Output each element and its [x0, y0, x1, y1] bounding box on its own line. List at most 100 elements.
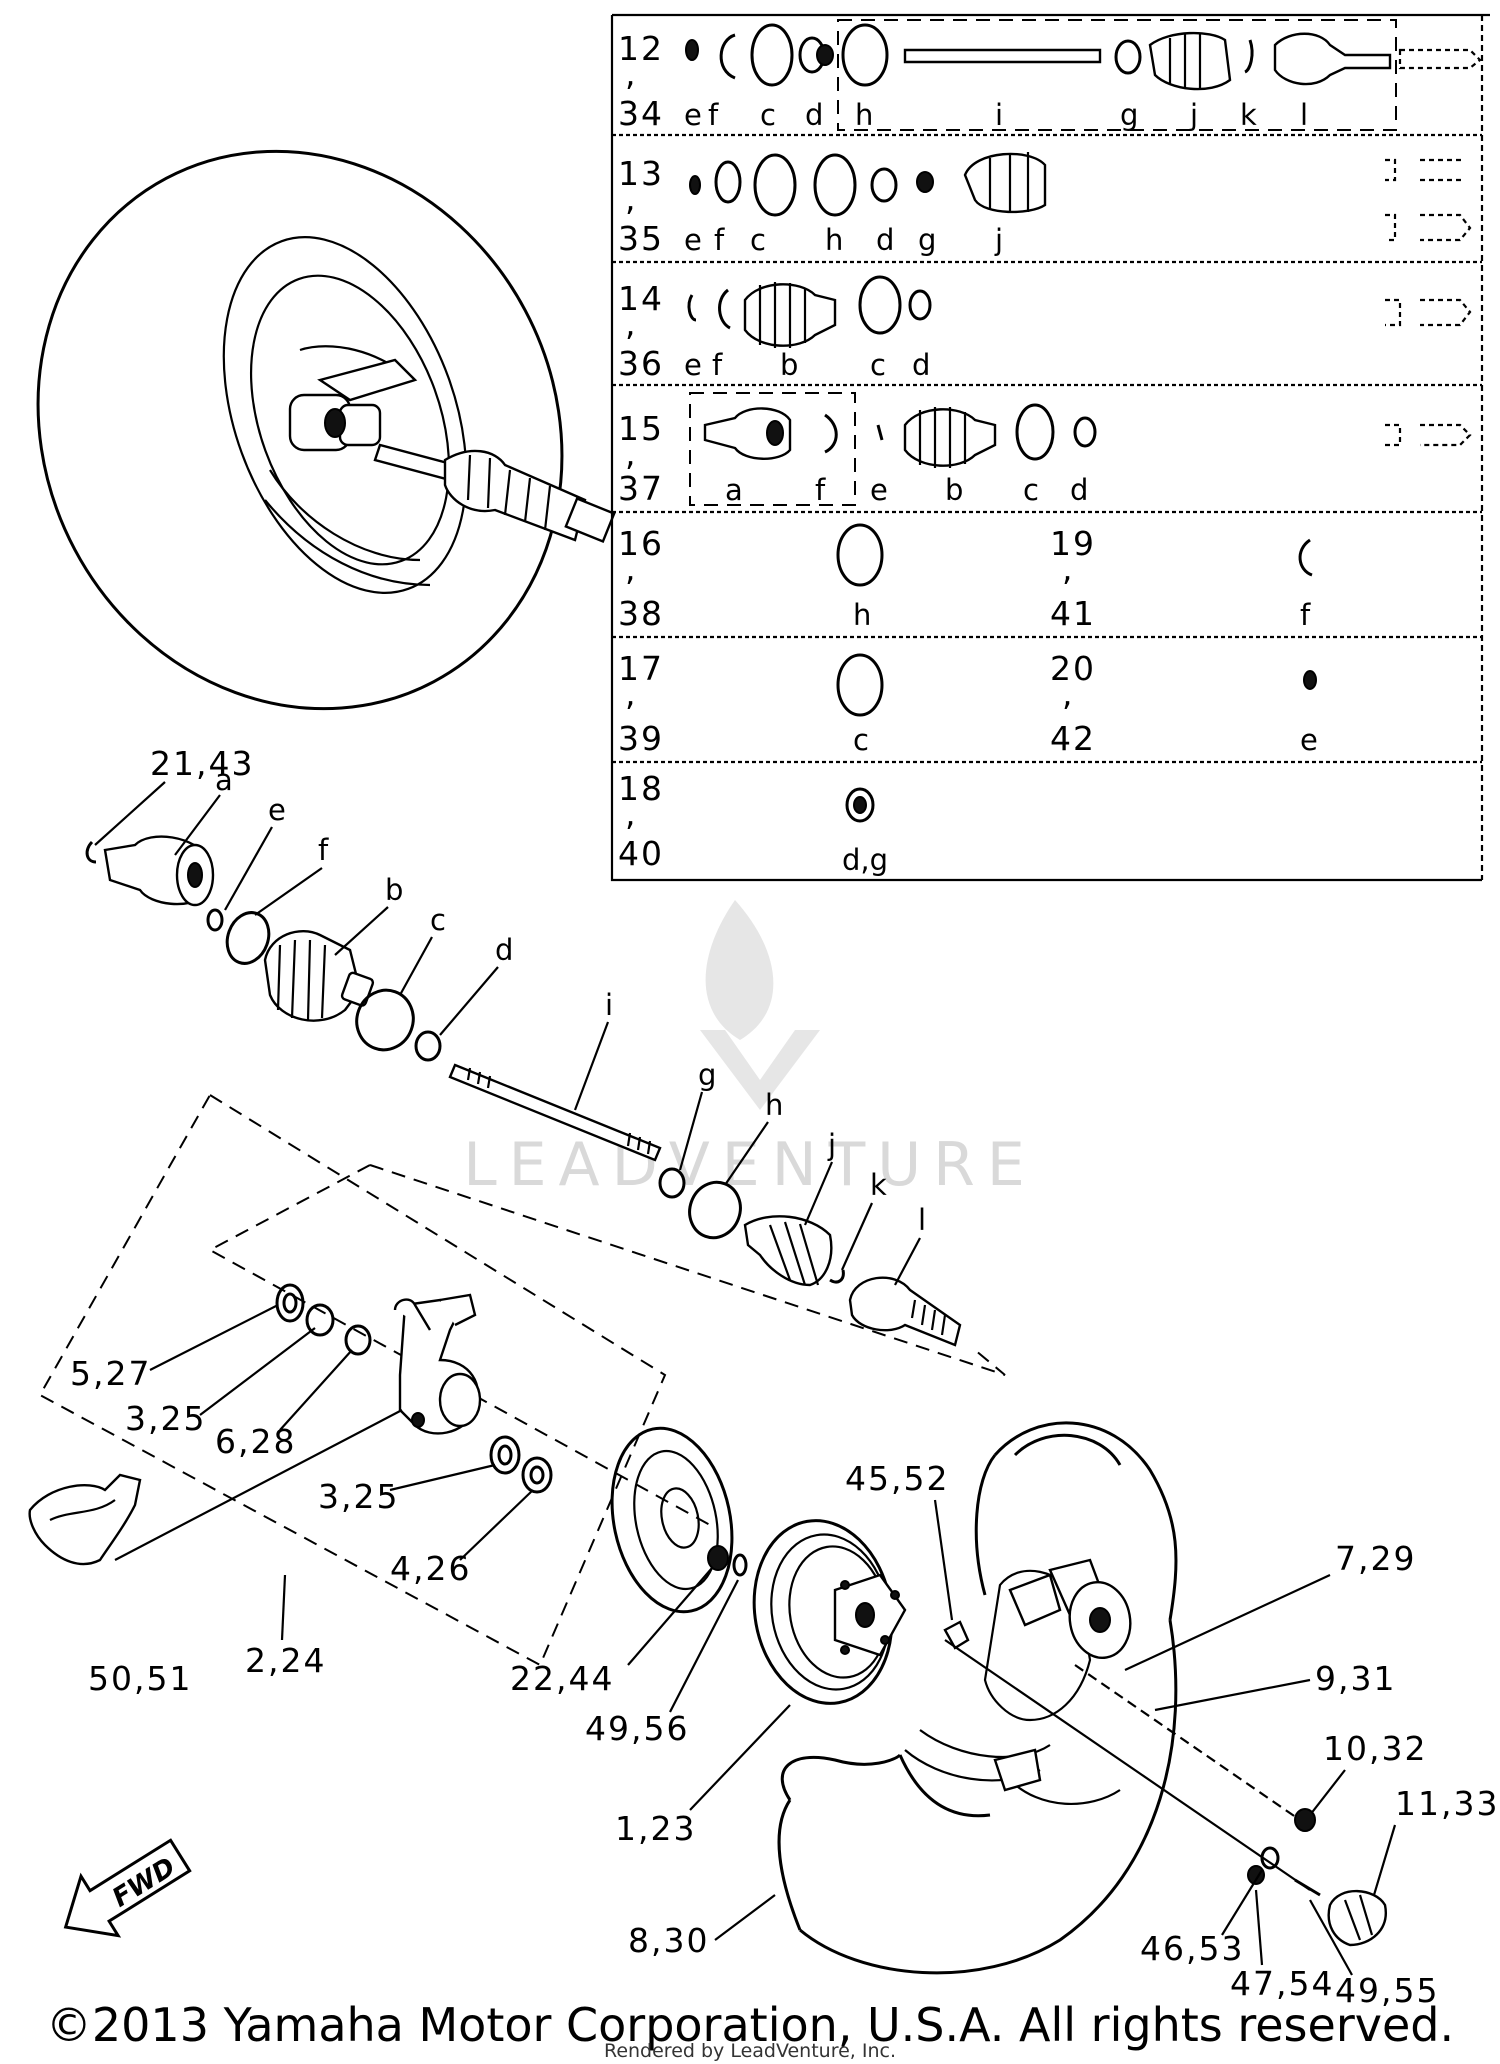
- callout-7-29: 7,29: [1335, 1539, 1416, 1578]
- callout-3-25-upper: 3,25: [125, 1399, 206, 1438]
- callout-10-32: 10,32: [1323, 1729, 1427, 1768]
- table-row-1: 12 , 34 e f c d h i g j k l: [618, 19, 1482, 133]
- part-j-boot: [743, 1215, 833, 1287]
- upper-axle-shaft: [373, 443, 616, 543]
- callout-6-28: 6,28: [215, 1422, 296, 1461]
- row-4-letter-c: c: [1023, 473, 1039, 507]
- row-2-letter-d: d: [876, 223, 894, 257]
- callout-2-24: 2,24: [245, 1641, 326, 1680]
- row-6-num-top: 17: [618, 649, 664, 688]
- row-1-letter-g: g: [1120, 98, 1138, 132]
- knuckle-group: 5,27 3,25 6,28 3,25 4,26: [70, 1283, 553, 1588]
- fwd-arrow-icon: FWD: [63, 1838, 192, 1938]
- lower-wheel: 7,29 9,31 10,32 11,33 8,30 46,53 47,54 4…: [628, 1421, 1499, 2010]
- callout-22-44: 22,44: [510, 1659, 614, 1698]
- row-6-num-bottom-2: 42: [1050, 719, 1096, 758]
- row-1-letter-h: h: [855, 98, 873, 132]
- part-l-inner-joint: [848, 1276, 962, 1347]
- callout-3-25-lower: 3,25: [318, 1477, 399, 1516]
- letter-j: j: [827, 1128, 836, 1162]
- row-7-num-top: 18: [618, 769, 664, 808]
- callout-47-54: 47,54: [1230, 1964, 1334, 2003]
- row-1-letter-j: j: [1189, 98, 1198, 132]
- table-row-3: 14 , 36 e f b c d: [618, 275, 1472, 383]
- row-1-num-bottom: 34: [618, 94, 664, 133]
- row-5-letter-h: h: [853, 598, 871, 632]
- row-4-letter-b: b: [945, 473, 963, 507]
- row-7-letter-dg: d,g: [842, 843, 888, 877]
- letter-h: h: [765, 1088, 783, 1122]
- exploded-drive-shaft: 21,43 a e f b c d i: [85, 744, 962, 1347]
- upper-knuckle: [288, 358, 418, 452]
- row-2-letter-h: h: [825, 223, 843, 257]
- letter-a: a: [215, 763, 233, 797]
- row-3-letter-c: c: [870, 348, 886, 382]
- row-4-num-bottom: 37: [618, 469, 664, 508]
- upper-rim-outer: [222, 236, 468, 594]
- row-5-num-top-2: 19: [1050, 524, 1096, 563]
- row-7-num-bottom: 40: [618, 834, 664, 873]
- row-3-letter-f: f: [712, 348, 723, 382]
- letter-k: k: [870, 1168, 887, 1202]
- row-1-letter-e: e: [684, 98, 702, 132]
- row-1-letter-f: f: [708, 98, 719, 132]
- row-5-num-bottom-2: 41: [1050, 594, 1096, 633]
- row-2-letter-g: g: [918, 223, 936, 257]
- row-3-letter-b: b: [780, 348, 798, 382]
- row-3-letter-d: d: [912, 348, 930, 382]
- watermark-text: LEADVENTURE: [463, 1130, 1037, 1200]
- row-2-letter-f: f: [714, 223, 725, 257]
- copyright-notice: ©2013 Yamaha Motor Corporation, U.S.A. A…: [45, 1998, 1455, 2052]
- row-2-letter-c: c: [750, 223, 766, 257]
- row-2-letter-j: j: [994, 223, 1003, 257]
- row-4-letter-a: a: [725, 473, 743, 507]
- letter-d: d: [495, 933, 513, 967]
- svg-text:,: ,: [625, 179, 638, 218]
- callout-49-55: 49,55: [1335, 1971, 1439, 2010]
- svg-text:,: ,: [625, 674, 638, 713]
- upper-wheel: [36, 149, 616, 711]
- table-row-7: 18 , 40 d,g: [618, 769, 888, 877]
- svg-text:,: ,: [1062, 549, 1075, 588]
- row-6-num-bottom: 39: [618, 719, 664, 758]
- part-a-outer-joint: [103, 835, 215, 907]
- render-credit: Rendered by LeadVenture, Inc.: [603, 2040, 897, 2062]
- brake-disc: 22,44 49,56: [510, 1426, 748, 1748]
- part-b-boot: [263, 930, 375, 1022]
- row-6-num-top-2: 20: [1050, 649, 1096, 688]
- row-4-letter-d: d: [1070, 473, 1088, 507]
- table-row-6: 17 , 39 c 20 , 42 e: [618, 649, 1318, 758]
- callout-45-52: 45,52: [845, 1459, 949, 1498]
- callout-11-33: 11,33: [1395, 1784, 1499, 1823]
- part-50-51: 50,51 2,24: [28, 1473, 326, 1698]
- row-2-letter-e: e: [684, 223, 702, 257]
- row-3-letter-e: e: [684, 348, 702, 382]
- svg-text:,: ,: [625, 434, 638, 473]
- svg-text:,: ,: [625, 54, 638, 93]
- letter-f: f: [318, 833, 329, 867]
- table-row-5: 16 , 38 h 19 , 41 f: [618, 523, 1313, 633]
- row-5-num-top: 16: [618, 524, 664, 563]
- letter-l: l: [918, 1203, 926, 1237]
- callout-49-56: 49,56: [585, 1709, 689, 1748]
- row-1-letter-i: i: [995, 98, 1003, 132]
- row-3-num-bottom: 36: [618, 344, 664, 383]
- row-4-letter-f: f: [815, 473, 826, 507]
- wheel-hub: 45,52 1,23: [615, 1459, 970, 1848]
- svg-text:,: ,: [625, 304, 638, 343]
- row-4-letter-e: e: [870, 473, 888, 507]
- row-2-num-bottom: 35: [618, 219, 664, 258]
- steering-knuckle: [393, 1293, 482, 1435]
- part-i-axle: [448, 1063, 662, 1162]
- row-1-letter-l: l: [1300, 98, 1308, 132]
- callout-46-53: 46,53: [1140, 1929, 1244, 1968]
- row-5-num-bottom: 38: [618, 594, 664, 633]
- row-2-num-top: 13: [618, 154, 664, 193]
- callout-8-30: 8,30: [628, 1921, 709, 1960]
- row-1-letter-c: c: [760, 98, 776, 132]
- row-6-letter-c: c: [853, 723, 869, 757]
- svg-text:,: ,: [625, 794, 638, 833]
- row-5-letter-f: f: [1300, 598, 1311, 632]
- callout-50-51: 50,51: [88, 1659, 192, 1698]
